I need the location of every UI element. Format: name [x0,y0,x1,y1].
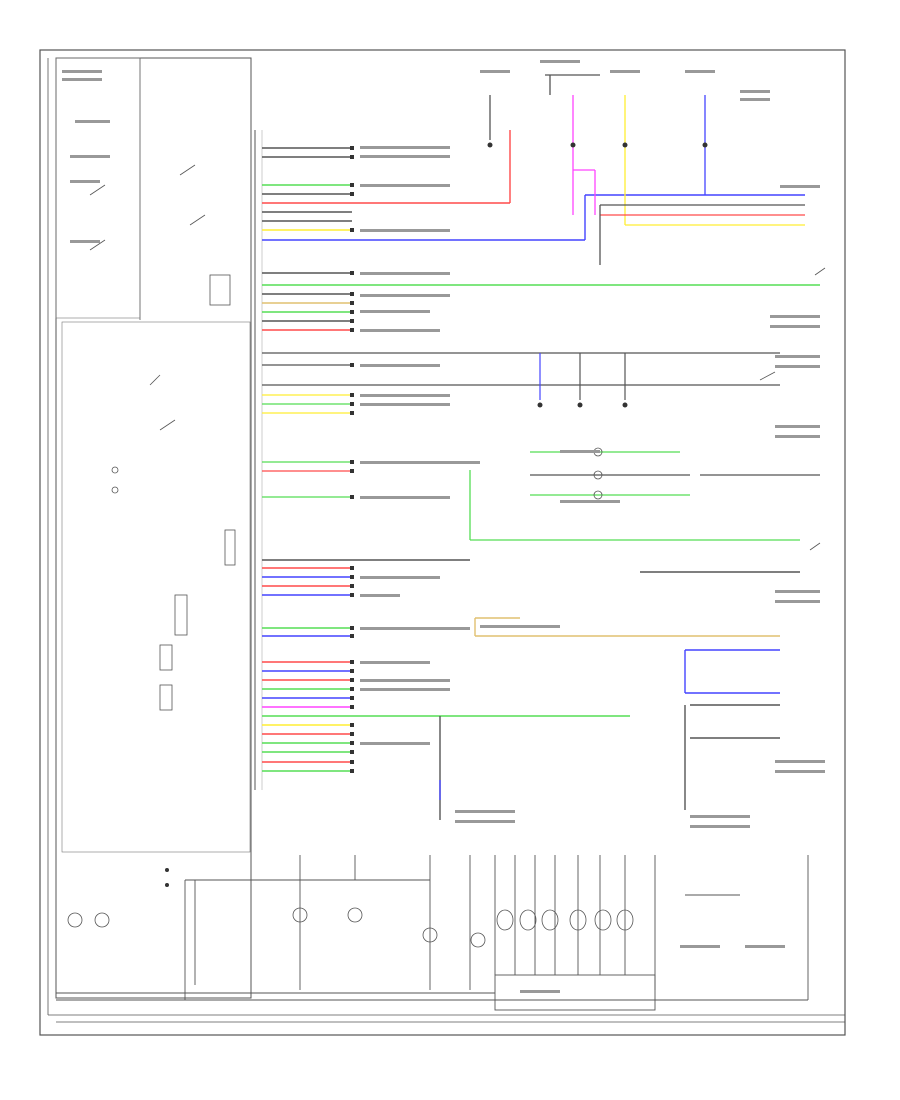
wire-group-3 [262,352,780,414]
wire-group-5 [262,559,800,596]
wire-group-6 [262,617,780,820]
connector-marks [165,142,708,887]
combination-meter-box [55,57,252,999]
label-placeholders [62,60,825,993]
meter-inner-box [61,321,251,853]
bulbs [67,447,634,948]
outer-border [39,49,846,1036]
wire-group-2 [262,272,820,331]
wire-group-4 [262,451,820,541]
bottom-section [56,855,809,1011]
top-left-label-box [55,57,141,319]
wire-group-top [262,130,805,241]
left-panel-components [89,164,826,711]
top-right-feeds [489,74,805,265]
